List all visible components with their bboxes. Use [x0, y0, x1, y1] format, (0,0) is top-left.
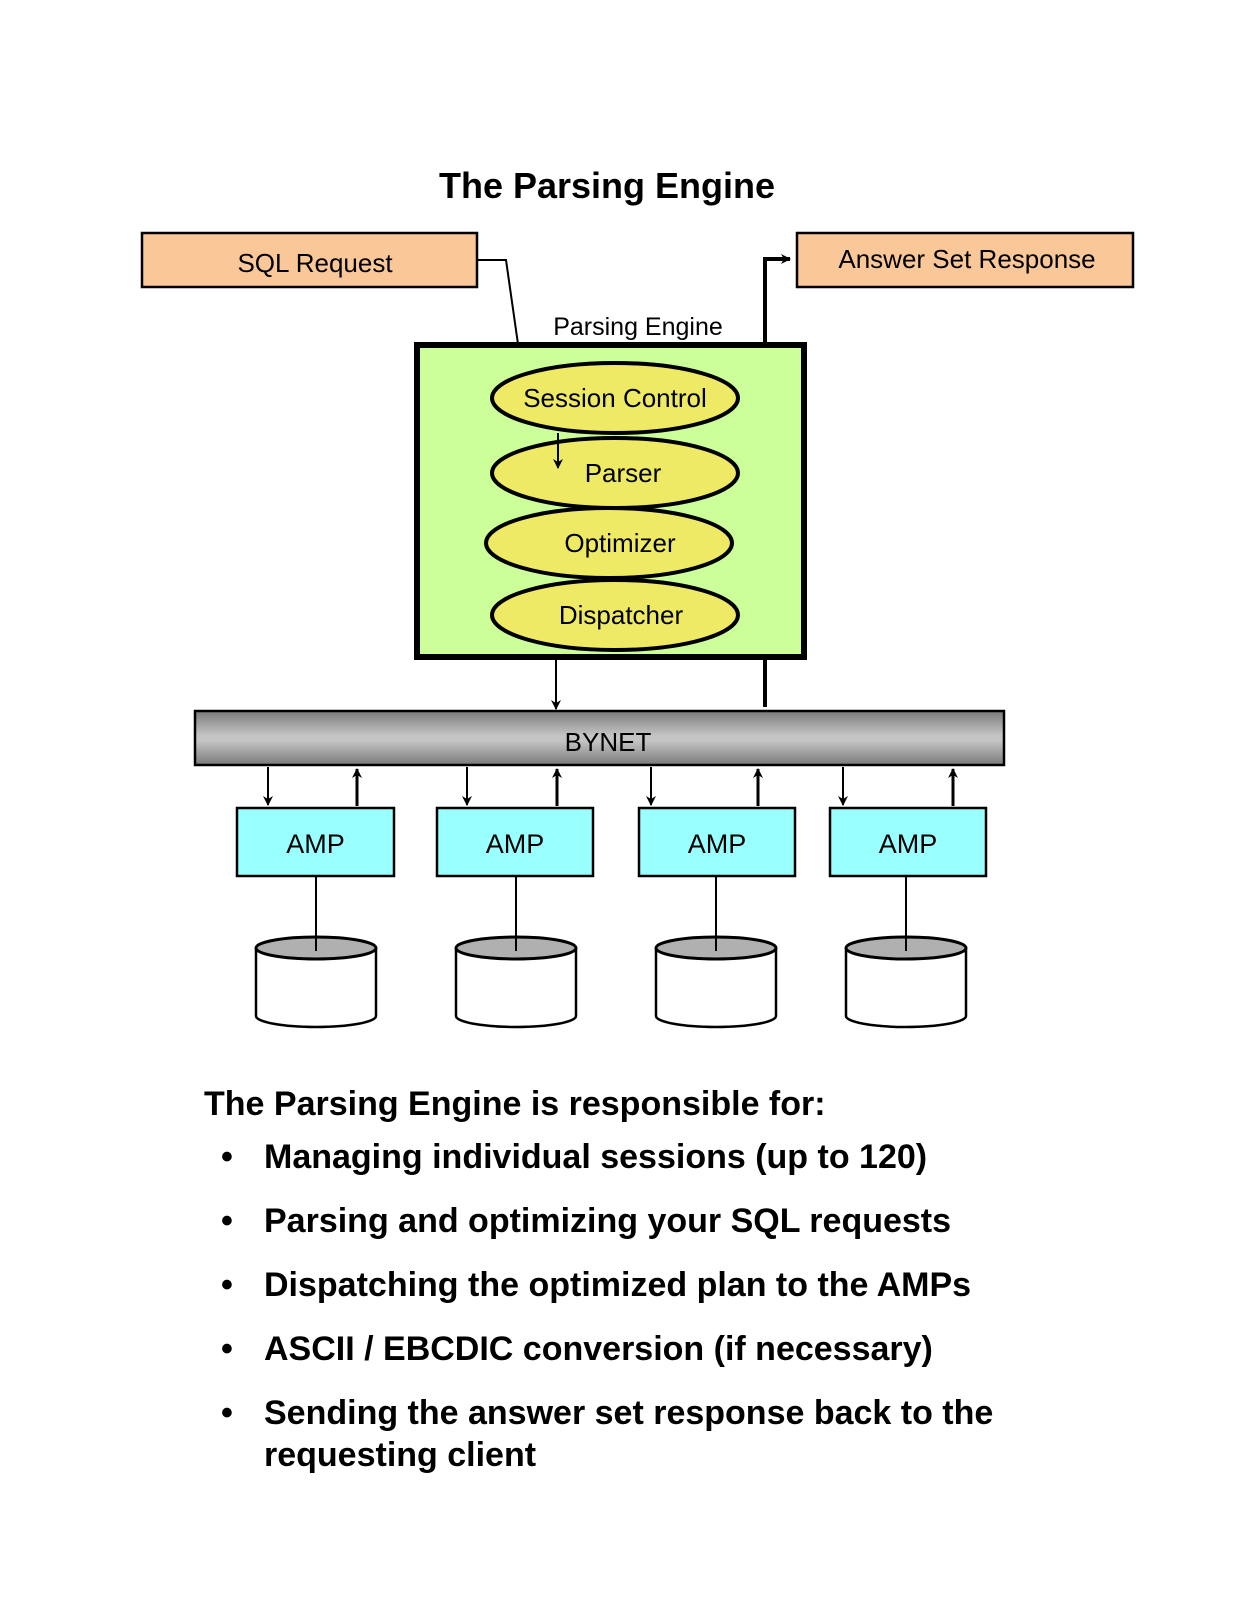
responsibility-text: Parsing and optimizing your SQL requests: [264, 1202, 952, 1240]
sql-request-label: SQL Request: [237, 248, 393, 278]
parsing-engine-label: Parsing Engine: [553, 313, 723, 341]
amp-unit: AMP: [637, 767, 797, 1029]
disk-icon: [254, 935, 378, 1029]
disk-icon: [844, 935, 968, 1029]
sql-request-box: SQL Request: [140, 231, 479, 289]
responsibility-item: • Managing individual sessions (up to 120…: [204, 1136, 1104, 1178]
sql-request-connector: [478, 259, 519, 345]
responsibility-text: Sending the answer set response back to …: [264, 1394, 994, 1474]
amp-box: [828, 806, 988, 878]
amp-box: [435, 806, 595, 878]
bullet-icon: •: [221, 1266, 233, 1304]
bullet-icon: •: [221, 1394, 233, 1432]
page-title: The Parsing Engine: [439, 165, 775, 206]
answer-set-response-box: Answer Set Response: [795, 231, 1135, 289]
responsibility-text: Dispatching the optimized plan to the AM…: [264, 1266, 972, 1304]
responsibility-item: • Parsing and optimizing your SQL request…: [204, 1200, 1104, 1242]
amp-unit: AMP: [828, 767, 988, 1029]
response-connector: [763, 254, 791, 344]
disk-icon: [654, 935, 778, 1029]
responsibilities-heading: The Parsing Engine is responsible for:: [204, 1085, 826, 1123]
amp-group: AMP AMP AMP AMP: [235, 767, 988, 1029]
bullet-icon: •: [221, 1202, 233, 1240]
responsibility-text: Managing individual sessions (up to 120): [264, 1138, 928, 1176]
component-label: Session Control: [523, 383, 707, 413]
amp-label: AMP: [879, 829, 938, 859]
answer-set-response-label: Answer Set Response: [838, 244, 1095, 274]
parsing-engine-diagram: The Parsing Engine SQL Request Answer Se…: [140, 165, 1135, 1029]
amp-label: AMP: [486, 829, 545, 859]
bullet-icon: •: [221, 1330, 233, 1368]
bynet-bar: BYNET: [193, 709, 1006, 767]
responsibility-item: • Dispatching the optimized plan to the A…: [204, 1264, 1104, 1306]
component-optimizer: Optimizer: [484, 506, 734, 580]
amp-box: [235, 806, 396, 878]
responsibility-item: • Sending the answer set response back to…: [204, 1392, 1104, 1476]
component-session-control: Session Control: [490, 361, 740, 435]
amp-unit: AMP: [435, 767, 595, 1029]
component-parser: Parser: [490, 436, 740, 510]
responsibilities-section: The Parsing Engine is responsible for: •…: [204, 1082, 1104, 1498]
responsibilities-list: • Managing individual sessions (up to 120…: [204, 1136, 1104, 1476]
component-label: Parser: [585, 458, 662, 488]
amp-box: [637, 806, 797, 878]
component-dispatcher: Dispatcher: [490, 578, 740, 652]
amp-label: AMP: [286, 829, 345, 859]
bynet-label: BYNET: [565, 727, 652, 757]
amp-unit: AMP: [235, 767, 396, 1029]
component-label: Dispatcher: [559, 600, 684, 630]
amp-label: AMP: [688, 829, 747, 859]
bullet-icon: •: [221, 1138, 233, 1176]
responsibility-item: • ASCII / EBCDIC conversion (if necessary…: [204, 1328, 1104, 1370]
responsibility-text: ASCII / EBCDIC conversion (if necessary): [264, 1330, 933, 1368]
component-label: Optimizer: [564, 528, 676, 558]
